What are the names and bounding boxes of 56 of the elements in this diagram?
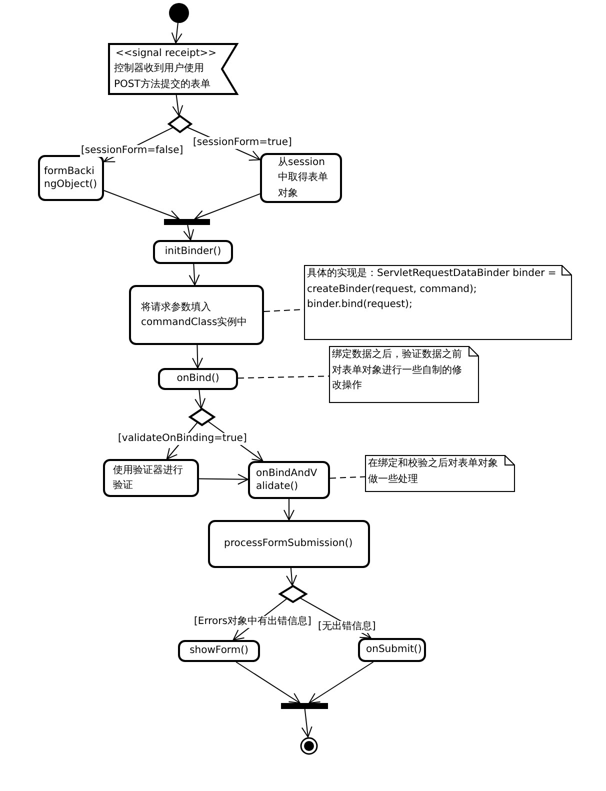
note-text: 绑定数据之后，验证数据之前对表单对象进行一些自制的修改操作 [332,348,463,393]
fork-bar [164,219,210,225]
control-flow-arrow [308,662,374,704]
control-flow-arrow [286,568,297,586]
guard-label: [sessionForm=false] [80,145,184,157]
note-connector [330,476,366,479]
control-flow-arrow [172,94,184,116]
action-label: 将请求参数填入commandClass实例中 [141,300,248,330]
action-label: 控制器收到用户使用POST方法提交的表单 [114,62,212,92]
guard-label: [无出错信息] [317,621,377,633]
guard-label: [validateOnBinding=true] [117,433,248,445]
note-connector [238,376,330,379]
action-label: formBackingObject() [44,165,98,191]
action-box [358,638,426,662]
control-flow-arrow [183,224,194,240]
action-label: processFormSubmission() [224,537,354,552]
control-flow-arrow [192,344,203,368]
action-label: 从session中取得表单对象 [278,156,329,201]
action-box [103,459,199,497]
control-flow-arrow [188,264,200,286]
decision-diamond [279,585,307,603]
note-box [365,455,515,492]
stereotype-text: <<signal receipt>> [114,46,218,61]
decision-diamond [168,115,192,133]
action-box [178,640,260,662]
control-flow-arrow [104,190,180,221]
control-flow-arrow [194,193,260,221]
action-label: 使用验证器进行验证 [113,464,184,493]
guard-label: [Errors对象中有出错信息] [193,616,312,628]
note-box [329,346,479,403]
action-label: onBind() [176,372,220,386]
note-text: 在绑定和校验之后对表单对象做一些处理 [368,456,499,486]
control-flow-arrow [301,708,312,738]
action-box [208,520,370,568]
fork-bar [281,703,328,709]
note-text: 具体的实现是：ServletRequestDataBinder binder = createBinder(request, command); binder.bind(request); [307,266,558,312]
decision-diamond [189,408,215,426]
action-box [129,285,264,345]
action-label: onBindAndValidate() [256,467,318,493]
action-label: initBinder() [164,245,222,260]
action-label: showForm() [188,644,250,658]
action-box [38,155,104,201]
action-box [158,368,238,390]
initial-node [169,3,189,23]
action-box [248,461,330,499]
control-flow-arrow [194,390,206,410]
final-node [300,737,318,755]
control-flow-arrow [236,662,300,704]
guard-label: [sessionForm=true] [192,137,293,149]
control-flow-arrow [171,22,182,44]
action-box [260,153,342,203]
control-flow-arrow [284,498,294,520]
signal-receipt-shape [108,43,238,95]
control-flow-arrow [198,474,248,485]
note-box [304,265,572,340]
action-box [153,240,233,264]
